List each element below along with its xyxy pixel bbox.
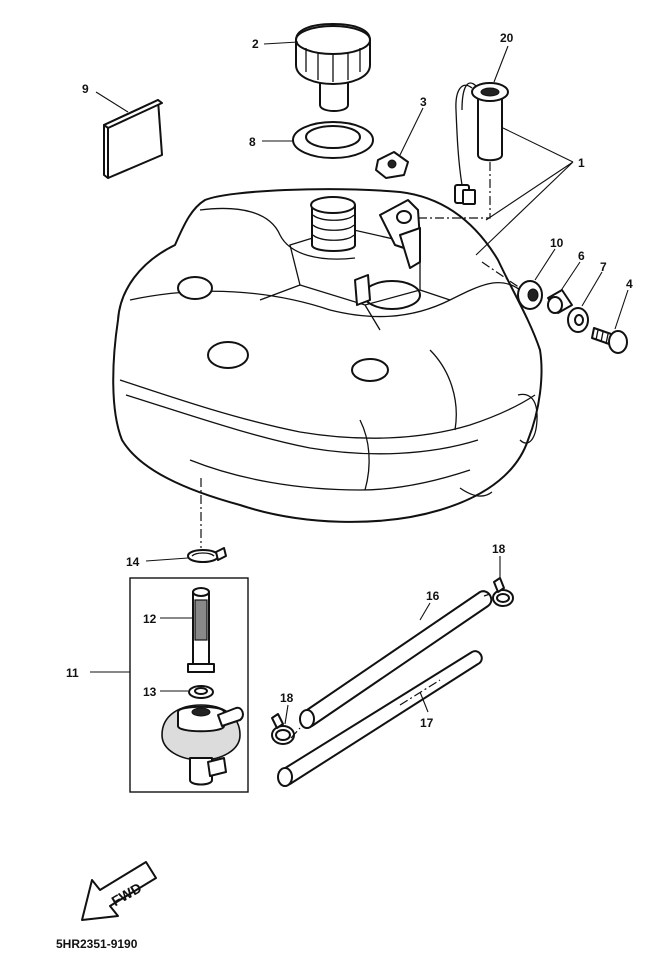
- callout-13: 13: [143, 685, 157, 699]
- chain-clip: [290, 727, 301, 739]
- mount-washer: [567, 307, 589, 333]
- fuel-hose-17: [277, 650, 483, 787]
- callout-11: 11: [66, 666, 79, 680]
- leader-6: [559, 261, 581, 293]
- callout-9: 9: [82, 82, 89, 96]
- fuel-cap: [295, 23, 371, 112]
- chain-bolt: [481, 261, 521, 289]
- callout-12: 12: [143, 612, 157, 626]
- fuel-hose-16: [299, 590, 493, 729]
- damper-pad: [103, 99, 163, 179]
- callout-16: 16: [426, 589, 440, 603]
- callout-3: 3: [420, 95, 427, 109]
- leader-1: [475, 127, 574, 256]
- callout-6: 6: [578, 249, 585, 263]
- leader-16: [419, 602, 431, 621]
- callout-10: 10: [550, 236, 564, 250]
- callout-18-lower: 18: [280, 691, 294, 705]
- leader-17: [419, 691, 429, 713]
- hose-clip-upper: [492, 577, 514, 607]
- callout-1: 1: [578, 156, 585, 170]
- fuel-level-sensor: [454, 82, 509, 205]
- callout-8: 8: [249, 135, 256, 149]
- mount-grommet: [517, 280, 543, 310]
- leader-3: [399, 107, 424, 156]
- fuel-strainer: [187, 587, 215, 673]
- mount-collar: [547, 289, 573, 314]
- diagram-code: 5HR2351-9190: [56, 937, 138, 951]
- callout-4: 4: [626, 277, 633, 291]
- mount-bolt: [591, 327, 628, 354]
- leader-7: [581, 271, 603, 307]
- leader-4: [614, 289, 629, 330]
- fuel-cock-clamp: [187, 547, 227, 563]
- leader-14: [145, 557, 189, 562]
- callout-17: 17: [420, 716, 434, 730]
- callout-14: 14: [126, 555, 140, 569]
- square-nut: [375, 151, 409, 179]
- callout-7: 7: [600, 260, 607, 274]
- leader-20: [493, 45, 509, 83]
- hose-clip-lower: [271, 713, 295, 745]
- fuel-cock-o-ring: [188, 685, 214, 699]
- leader-10: [534, 248, 556, 281]
- leader-18-lower: [284, 704, 289, 725]
- chain-hose-16: [483, 593, 491, 597]
- chain-hose-17: [399, 679, 441, 706]
- fuel-cock-body: [161, 704, 244, 786]
- callout-2: 2: [252, 37, 259, 51]
- forward-direction-arrow: FWD: [81, 861, 157, 921]
- cap-gasket: [292, 121, 374, 159]
- leader-2: [263, 41, 299, 45]
- callout-18-upper: 18: [492, 542, 506, 556]
- chain-sensor: [418, 162, 491, 219]
- callout-20: 20: [500, 31, 514, 45]
- leader-9: [95, 91, 129, 113]
- fuel-cock-assembly-box: [129, 577, 249, 793]
- fuel-tank: [112, 188, 543, 523]
